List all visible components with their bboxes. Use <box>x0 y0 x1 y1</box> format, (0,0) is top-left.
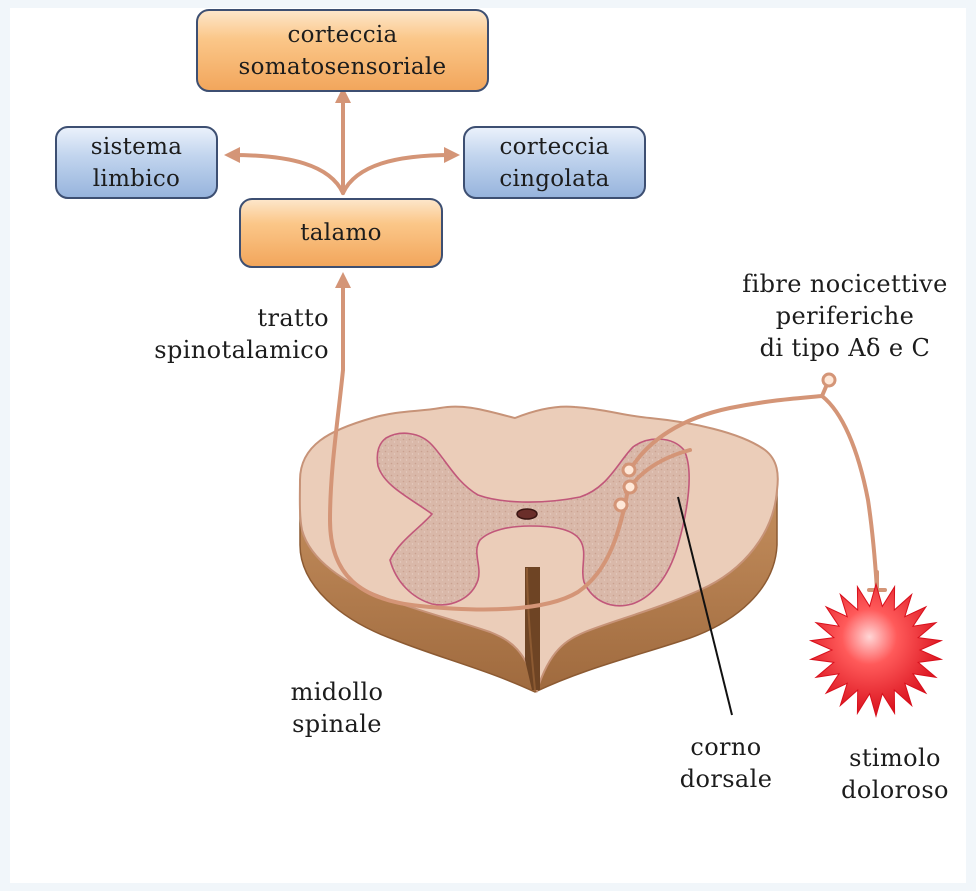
dorsal-horn-label: corno dorsale <box>660 731 792 795</box>
painful-stimulus-label: stimolo doloroso <box>818 742 972 806</box>
limbic-system-line-1: sistema <box>91 131 182 163</box>
arrow-to-cingulate <box>343 155 452 193</box>
painful-stimulus-icon <box>811 584 942 716</box>
limbic-system-box: sistema limbico <box>55 126 218 199</box>
spinothalamic-line-2: spinotalamico <box>132 334 329 366</box>
dorsal-horn-line-2: dorsale <box>660 763 792 795</box>
dorsal-root-ganglion <box>823 374 835 386</box>
spinal-cord-line-2: spinale <box>268 708 406 740</box>
spinal-cord-line-1: midollo <box>268 676 406 708</box>
synapse-3 <box>615 499 627 511</box>
cingulate-cortex-box: corteccia cingolata <box>463 126 646 199</box>
somatosensory-cortex-line-2: somatosensoriale <box>239 51 447 83</box>
synapse-2 <box>624 481 636 493</box>
spinothalamic-line-1: tratto <box>132 302 329 334</box>
central-canal <box>517 509 537 519</box>
limbic-system-line-2: limbico <box>91 163 182 195</box>
nociceptive-line-2: periferiche <box>716 300 974 332</box>
synapse-1 <box>623 464 635 476</box>
thalamus-box: talamo <box>239 198 443 268</box>
dorsal-horn-line-1: corno <box>660 731 792 763</box>
nociceptive-fibers-label: fibre nocicettive periferiche di tipo Aδ… <box>716 268 974 364</box>
somatosensory-cortex-line-1: corteccia <box>239 19 447 51</box>
somatosensory-cortex-box: corteccia somatosensoriale <box>196 9 489 92</box>
thalamus-projections <box>232 95 452 193</box>
nociceptive-line-1: fibre nocicettive <box>716 268 974 300</box>
painful-stimulus-line-1: stimolo <box>818 742 972 774</box>
nociceptive-line-3: di tipo Aδ e C <box>716 332 974 364</box>
cingulate-cortex-line-2: cingolata <box>499 163 609 195</box>
cingulate-cortex-line-1: corteccia <box>499 131 609 163</box>
spinal-cord <box>300 407 778 692</box>
arrow-to-limbic <box>232 155 343 193</box>
spinal-cord-label: midollo spinale <box>268 676 406 740</box>
painful-stimulus-line-2: doloroso <box>818 774 972 806</box>
spinothalamic-tract-label: tratto spinotalamico <box>132 302 329 366</box>
thalamus-label: talamo <box>300 217 381 249</box>
